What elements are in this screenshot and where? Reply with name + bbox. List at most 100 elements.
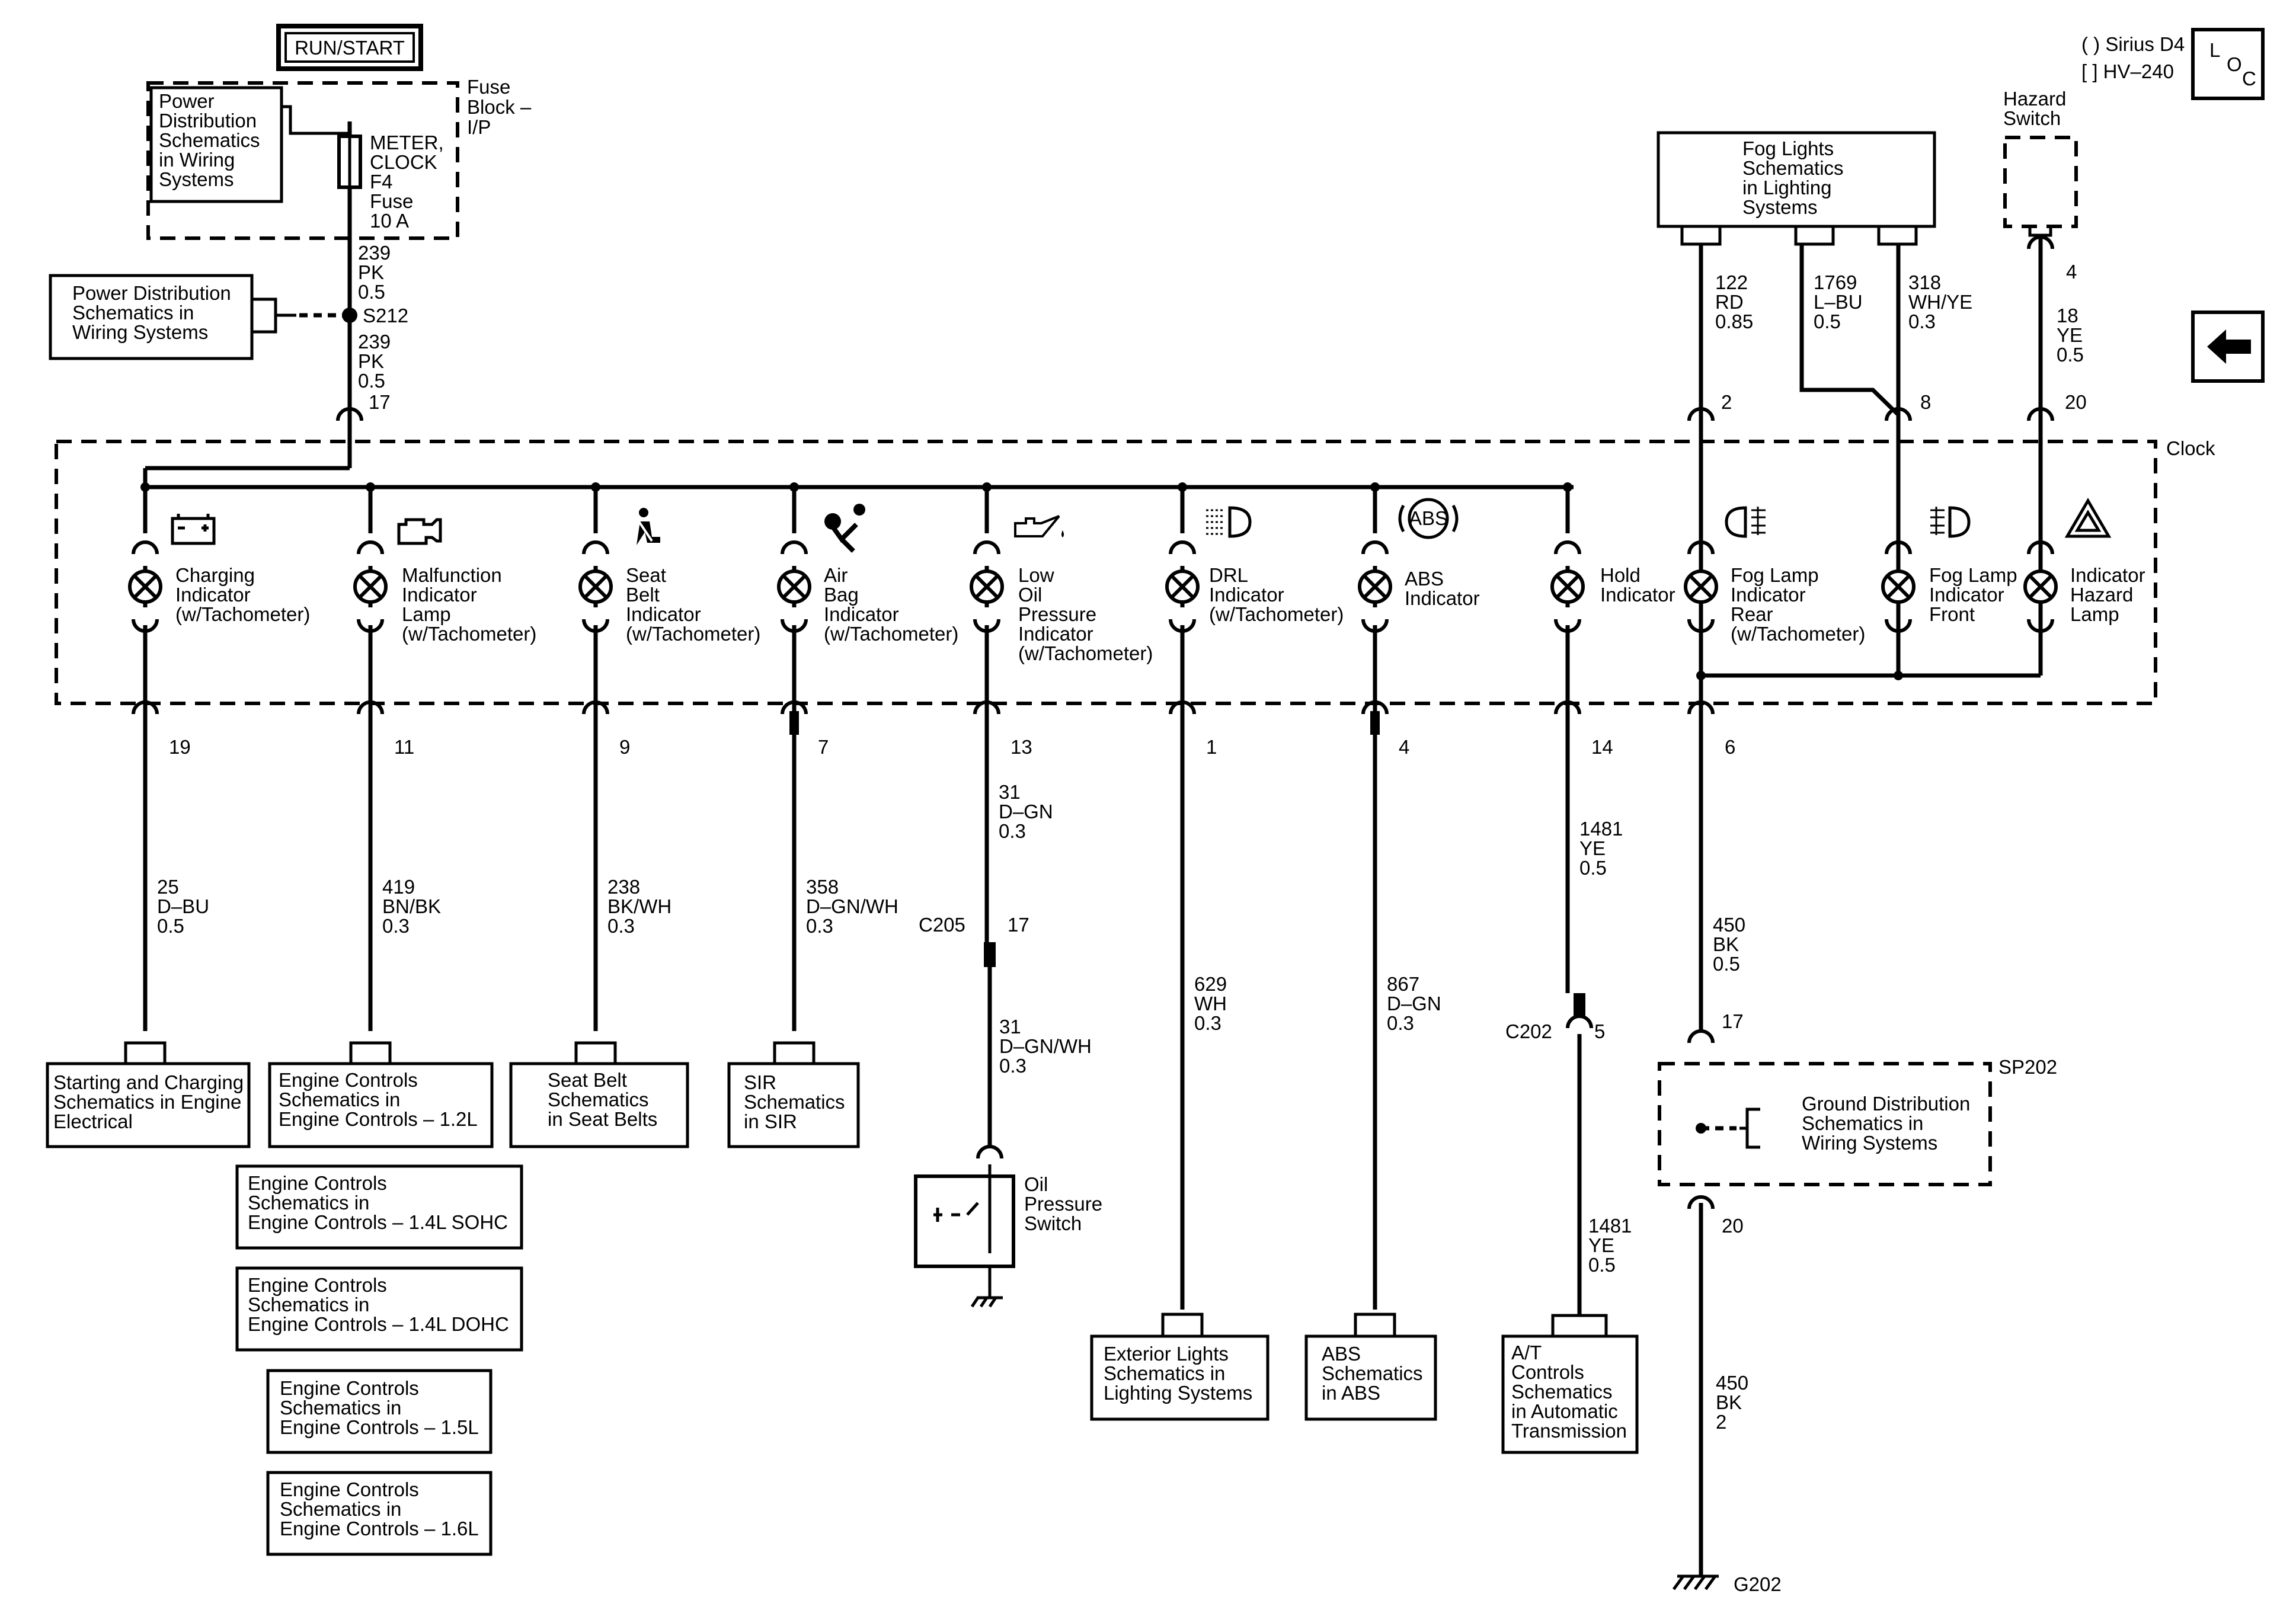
ground-g202-icon [1672, 1574, 1719, 1590]
sp202-label: SP202 [1998, 1056, 2057, 1078]
pin-label: 1 [1206, 736, 1217, 758]
pin-label: 19 [169, 736, 191, 758]
wire-1769-label: 1769 L–BU 0.5 [1814, 271, 1868, 332]
indicator-lamp-icon [355, 571, 386, 602]
splice-s212 [342, 308, 357, 323]
indicator-lamp-icon [1360, 571, 1390, 602]
wire-318-label: 318 WH/YE 0.3 [1908, 271, 1978, 332]
pin-label: 6 [1725, 736, 1735, 758]
engine-controls-16-ref [266, 1471, 493, 1556]
connector-c205-pin: 17 [1008, 914, 1029, 936]
abs-ref [1304, 1334, 1437, 1421]
indicator-lamp-icon [2025, 571, 2056, 602]
oil-pressure-switch [914, 1174, 1015, 1268]
pin-20-label: 20 [2065, 391, 2087, 413]
engine-controls-14-sohc-ref-text: Engine Controls Schematics in Engine Con… [248, 1172, 508, 1233]
indicator-lamp-icon [1552, 571, 1583, 602]
pin-label: 7 [818, 736, 829, 758]
wire-122-label: 122 RD 0.85 [1715, 271, 1753, 332]
exterior-lights-ref [1090, 1334, 1269, 1421]
power-distribution-ref-2 [49, 274, 254, 360]
sir-ref [727, 1062, 860, 1148]
engine-controls-15-ref [266, 1369, 493, 1454]
airbag-icon [824, 504, 865, 553]
engine-controls-14-sohc-ref [235, 1164, 523, 1250]
engine-controls-12-ref-text: Engine Controls Schematics in Engine Con… [279, 1069, 478, 1130]
svg-text:ABS: ABS [1409, 507, 1448, 529]
drl-icon [1206, 506, 1252, 538]
abs-ref-text: ABS Schematics in ABS [1322, 1343, 1428, 1404]
oil-can-icon [1014, 515, 1064, 537]
seat-belt-ref-text: Seat Belt Schematics in Seat Belts [548, 1069, 657, 1130]
engine-controls-15-ref-text: Engine Controls Schematics in Engine Con… [280, 1377, 479, 1438]
seat-belt-icon [637, 508, 660, 545]
indicator-lamp-icon [779, 571, 810, 602]
sp202-pin-in: 17 [1722, 1010, 1744, 1032]
indicator-lamp-icon [130, 571, 161, 602]
starting-charging-ref-text: Starting and Charging Schematics in Engi… [53, 1071, 249, 1132]
pin-17-label: 17 [369, 391, 391, 413]
connector-c205-label: C205 [919, 914, 965, 936]
pin-label: 4 [1399, 736, 1409, 758]
ground-g202-label: G202 [1734, 1573, 1782, 1595]
wire-31-dgn-wh-label: 31 D–GN/WH 0.3 [999, 1016, 1097, 1077]
wire-1481-lower-label: 1481 YE 0.5 [1588, 1215, 1638, 1276]
pin-label: 14 [1591, 736, 1613, 758]
pin-label: 9 [619, 736, 630, 758]
indicator-lamp-icon [580, 571, 611, 602]
pin-2-label: 2 [1721, 391, 1732, 413]
pin-label: 11 [394, 736, 414, 758]
connector-c202-label: C202 [1505, 1020, 1552, 1042]
battery-icon [171, 514, 216, 545]
run-start-label: RUN/START [295, 37, 405, 59]
hazard-switch-box [2003, 136, 2078, 228]
wire-239-bottom-label: 239 PK 0.5 [358, 331, 396, 392]
pin-4-label: 4 [2066, 261, 2077, 283]
pin-8-label: 8 [1920, 391, 1931, 413]
wire-450-bk-2-label: 450 BK 2 [1716, 1372, 1754, 1433]
indicator-lamp-icon [1883, 571, 1914, 602]
engine-controls-12-ref [268, 1062, 494, 1148]
fuse-block-title: Fuse Block – I/P [467, 76, 536, 138]
indicator-lamp-icon [1686, 571, 1716, 602]
connector-c202-pin: 5 [1594, 1020, 1605, 1042]
abs-icon: ABS [1398, 498, 1459, 539]
splice-s212-label: S212 [363, 305, 408, 327]
power-distribution-ref-2-text: Power Distribution Schematics in Wiring … [72, 282, 236, 343]
engine-icon [397, 518, 442, 545]
clock-label: Clock [2166, 437, 2215, 459]
fog-lights-ref [1657, 131, 1936, 228]
engine-controls-14-dohc-ref-text: Engine Controls Schematics in Engine Con… [248, 1274, 509, 1335]
wire-239-top-label: 239 PK 0.5 [358, 242, 396, 303]
oil-pressure-switch-label: Oil Pressure Switch [1024, 1173, 1108, 1234]
ground-distribution-ref-text: Ground Distribution Schematics in Wiring… [1802, 1093, 1975, 1154]
seat-belt-ref [509, 1062, 689, 1148]
hazard-switch-label: Hazard Switch [2003, 88, 2072, 129]
at-controls-ref [1501, 1334, 1639, 1454]
